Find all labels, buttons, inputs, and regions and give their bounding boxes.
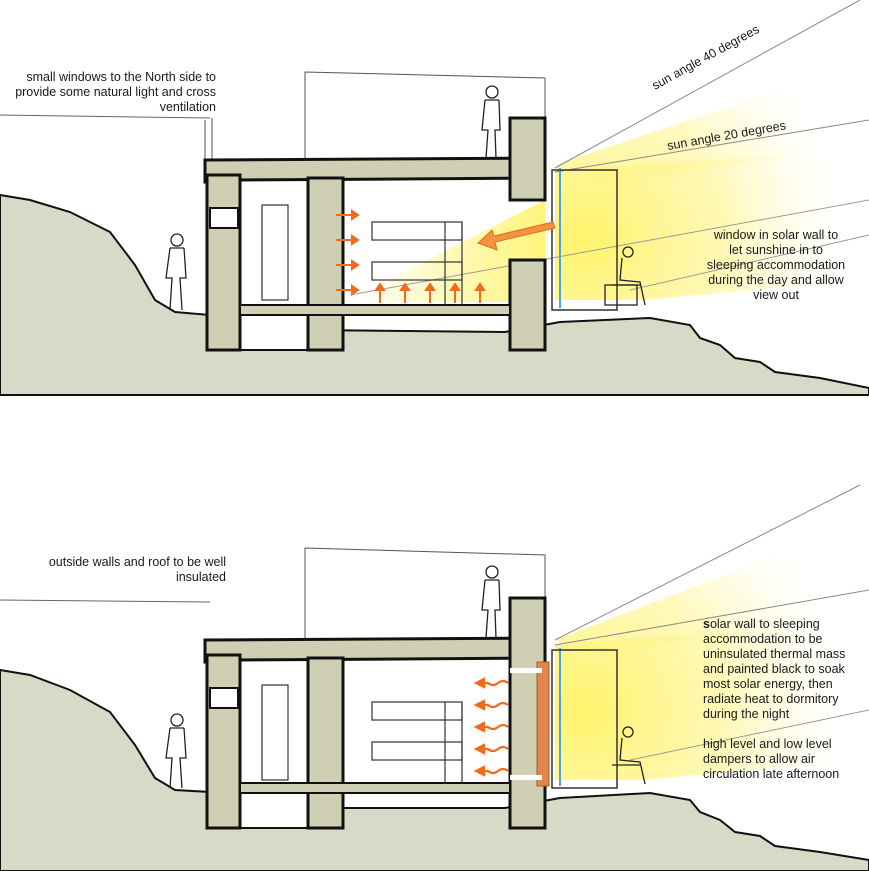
note-insulation: outside walls and roof to be well insula… <box>48 555 226 584</box>
sun-ray-40-line <box>554 0 861 169</box>
note-north-windows: small windows to the North side to provi… <box>15 70 216 114</box>
floor-slab <box>239 304 511 316</box>
radiant-heat-arrows <box>473 677 509 777</box>
north-sky-line-bottom <box>0 599 211 603</box>
person-seated-sunspace-bottom <box>612 726 646 785</box>
north-wall <box>205 173 242 352</box>
door-north-bottom <box>261 684 289 781</box>
roof-outline-bottom <box>304 547 546 640</box>
sunspace-frame <box>551 169 618 311</box>
north-wall-bottom <box>205 653 242 830</box>
person-seated-sunspace <box>604 246 646 306</box>
solar-wall-upper <box>508 116 547 202</box>
sunlit-room-floor <box>350 200 545 302</box>
sun-ray-40-line-bottom <box>554 484 861 641</box>
person-outside-north <box>165 233 187 311</box>
ground-top <box>0 193 869 396</box>
note-dampers: high level and low level dampers to allo… <box>703 737 840 781</box>
sun-angle-40-label: sun angle 40 degrees <box>650 22 762 93</box>
sun-beam-40-bottom <box>555 520 869 655</box>
sun-beam-40 <box>555 60 869 185</box>
sunlight-entry-arrow <box>477 221 556 251</box>
roof-slab <box>203 156 547 184</box>
north-sky-line <box>0 114 211 119</box>
north-window <box>209 207 239 229</box>
person-outside-north-bottom <box>165 713 187 789</box>
top-section: sun angle 40 degrees sun angle 20 degree… <box>0 0 869 396</box>
note-solar-wall-initial: s <box>703 617 710 631</box>
solar-wall-lower <box>508 258 547 352</box>
roof-slab-bottom <box>203 636 547 664</box>
note-solar-window: window in solar wall to let sunshine in … <box>706 228 846 302</box>
bunk-bed-bottom <box>371 701 463 783</box>
sun-beam-20-bottom <box>555 620 869 780</box>
note-solar-wall: solar wall to sleeping accommodation to … <box>703 617 865 722</box>
sun-ray-20-line-bottom <box>554 589 869 646</box>
person-roof <box>481 85 501 159</box>
north-window-bottom <box>209 687 239 709</box>
damper-high <box>510 668 542 673</box>
heat-arrows-top <box>336 209 486 303</box>
sun-ray-low-line <box>349 199 869 296</box>
roof-outline <box>304 71 546 158</box>
door-north <box>261 204 289 301</box>
note-solar-wall-text: olar wall to sleeping accommodation to b… <box>703 617 846 721</box>
sun-beam-20 <box>555 150 869 300</box>
person-roof-bottom <box>481 565 501 639</box>
floor-slab-bottom <box>239 782 511 794</box>
sun-ray-lowest-line <box>629 234 869 291</box>
thermal-mass-wall <box>536 661 550 787</box>
sun-ray-20-line <box>554 119 869 173</box>
central-wall-bottom <box>306 656 345 830</box>
bottom-section <box>0 484 869 871</box>
damper-low <box>510 775 542 780</box>
sunspace-frame-bottom <box>551 649 618 789</box>
ground-bottom <box>0 668 869 871</box>
bunk-bed <box>371 221 463 305</box>
north-window-frame <box>204 118 213 161</box>
sun-ray-low-line-bottom <box>629 709 869 761</box>
